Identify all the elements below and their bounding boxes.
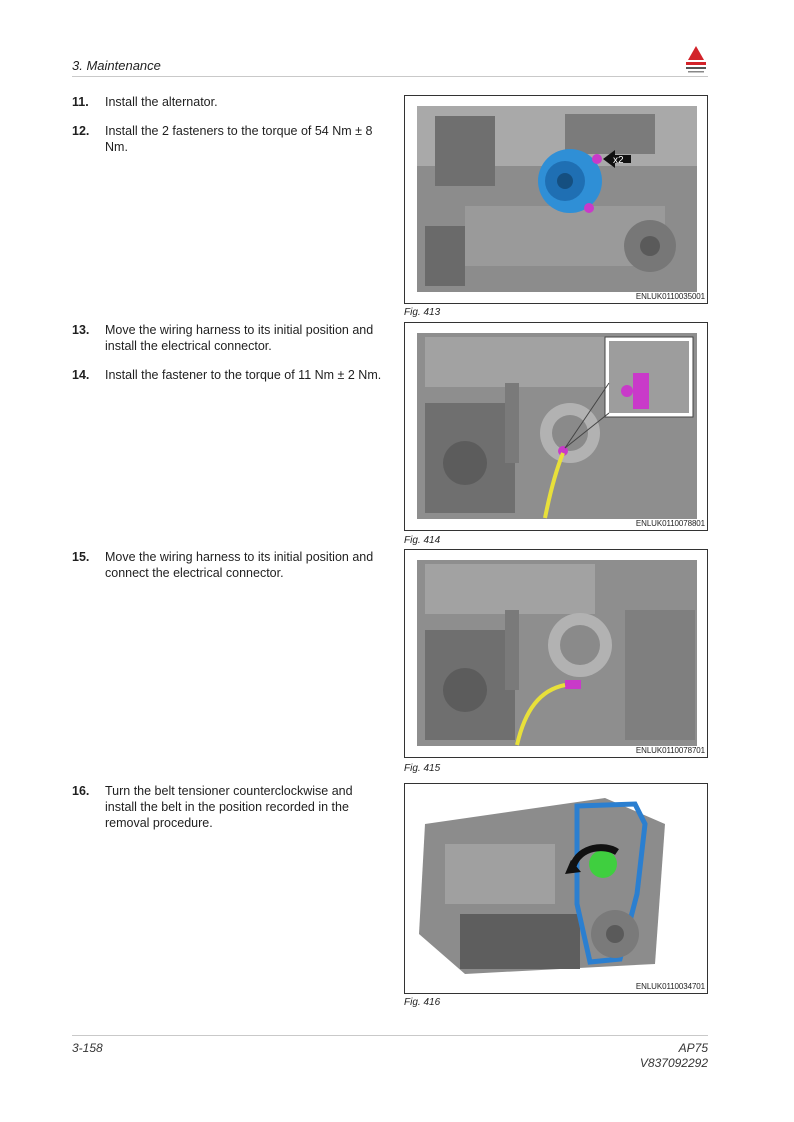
figure-code: ENLUK0110078801 [635, 519, 705, 528]
step-12: 12. Install the 2 fasteners to the torqu… [72, 123, 382, 155]
figure-caption: Fig. 413 [404, 307, 441, 318]
figure-415: ENLUK0110078701 [404, 549, 708, 758]
figure-caption: Fig. 415 [404, 763, 441, 774]
step-text: Turn the belt tensioner counterclockwise… [105, 784, 353, 830]
agco-logo-icon [686, 46, 706, 73]
belt-install-illustration [405, 784, 707, 993]
figure-413: x2 ENLUK0110035001 [404, 95, 708, 304]
step-text: Move the wiring harness to its initial p… [105, 550, 374, 580]
section-title: 3. Maintenance [72, 58, 161, 73]
step-16: 16. Turn the belt tensioner counterclock… [72, 783, 382, 831]
model-name: AP75 [678, 1041, 708, 1055]
figure-414: ENLUK0110078801 [404, 322, 708, 531]
fastener-count-callout: x2 [613, 155, 624, 166]
step-11: 11. Install the alternator. [72, 94, 382, 110]
page-number: 3-158 [72, 1041, 103, 1055]
step-number: 13. [72, 323, 90, 337]
step-13: 13. Move the wiring harness to its initi… [72, 322, 382, 354]
figure-code: ENLUK0110035001 [635, 292, 705, 301]
step-number: 12. [72, 124, 90, 138]
figure-416: ENLUK0110034701 [404, 783, 708, 994]
step-number: 15. [72, 550, 90, 564]
figure-caption: Fig. 414 [404, 535, 441, 546]
figure-code: ENLUK0110034701 [635, 982, 705, 991]
step-text: Move the wiring harness to its initial p… [105, 323, 374, 353]
footer-divider [72, 1035, 708, 1036]
connector-install-illustration [417, 333, 697, 519]
page-header: 3. Maintenance [72, 46, 708, 76]
alternator-install-illustration: x2 [417, 106, 697, 292]
figure-caption: Fig. 416 [404, 997, 441, 1008]
document-number: V837092292 [639, 1056, 708, 1070]
step-number: 16. [72, 784, 90, 798]
figure-code: ENLUK0110078701 [635, 746, 705, 755]
step-text: Install the alternator. [105, 95, 218, 109]
step-15: 15. Move the wiring harness to its initi… [72, 549, 382, 581]
harness-connect-illustration [417, 560, 697, 746]
step-number: 14. [72, 368, 90, 382]
step-text: Install the fastener to the torque of 11… [105, 368, 382, 382]
step-number: 11. [72, 95, 89, 109]
step-text: Install the 2 fasteners to the torque of… [105, 124, 373, 154]
footer-doc-info: AP75 V837092292 [640, 1041, 708, 1071]
step-14: 14. Install the fastener to the torque o… [72, 367, 382, 383]
header-divider [72, 76, 708, 77]
